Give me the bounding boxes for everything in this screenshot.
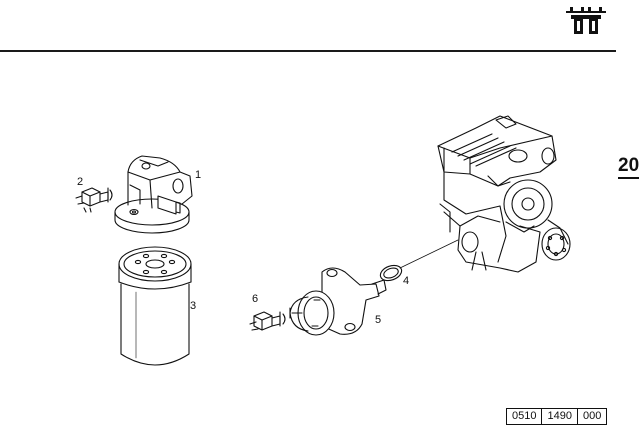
part-5-pump-assembly bbox=[290, 268, 386, 335]
callout-2: 2 bbox=[77, 176, 84, 188]
part-code-segment-3: 000 bbox=[576, 409, 606, 424]
callout-5: 5 bbox=[375, 314, 382, 326]
section-number: 20 bbox=[618, 156, 640, 179]
callout-6: 6 bbox=[252, 293, 259, 305]
part-code-segment-2: 1490 bbox=[541, 409, 576, 424]
part-code-box: 0510 1490 000 bbox=[506, 408, 608, 425]
callout-3: 3 bbox=[190, 300, 197, 312]
part-2-sensor bbox=[76, 188, 112, 212]
callout-4: 4 bbox=[403, 275, 410, 287]
manufacturer-logo-icon bbox=[566, 6, 606, 36]
part-3-filter-cartridge bbox=[119, 247, 191, 365]
part-code-segment-1: 0510 bbox=[512, 410, 537, 422]
header-rule bbox=[0, 50, 616, 52]
part-4-o-ring bbox=[378, 240, 458, 283]
part-1-filter-head bbox=[115, 156, 192, 233]
callout-1: 1 bbox=[195, 169, 202, 181]
engine-illustration bbox=[438, 116, 570, 272]
part-6-sensor bbox=[250, 312, 285, 330]
